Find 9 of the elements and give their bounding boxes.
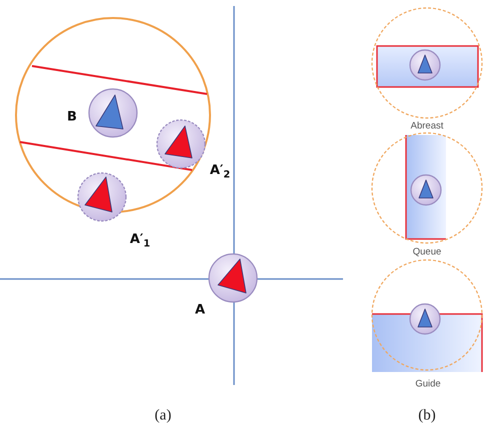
point-label: A [194,304,206,316]
formation-label: Abreast [410,121,444,131]
formation-label: Queue [412,247,442,257]
point-label: A′$_{2}$ [210,164,230,180]
point-label: A′$_{1}$ [130,232,150,250]
point-label: B [67,110,77,124]
formation-label: Guide [415,379,441,389]
panel-caption: (a) [154,408,172,424]
panel-caption: (b) [418,408,436,424]
